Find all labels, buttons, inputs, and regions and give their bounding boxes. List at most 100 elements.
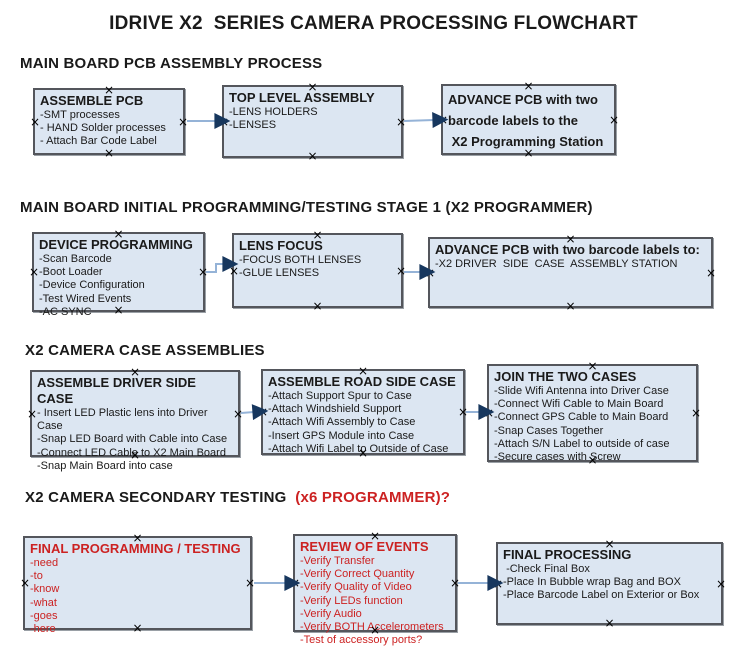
box-item: -goes xyxy=(30,609,58,622)
box-item: -know xyxy=(30,583,60,596)
section-heading-pcb-assembly: MAIN BOARD PCB ASSEMBLY PROCESS xyxy=(20,55,322,72)
section-heading-text: X2 CAMERA CASE ASSEMBLIES xyxy=(25,342,265,359)
box-item: -Test of accessory ports? xyxy=(300,634,423,647)
section-heading-case-assemblies: X2 CAMERA CASE ASSEMBLIES xyxy=(25,342,265,359)
box-item: -LENS HOLDERS xyxy=(229,106,318,118)
box-item: -SMT processes xyxy=(40,109,120,121)
shape-handle-icon: × xyxy=(177,114,189,129)
box-item: -Verify Correct Quantity xyxy=(300,568,415,581)
section-heading-secondary-testing: X2 CAMERA SECONDARY TESTING (x6 PROGRAMM… xyxy=(25,489,450,506)
box-item: - Insert LED Plastic lens into Driver Ca… xyxy=(37,407,211,433)
box-item: X2 Programming Station xyxy=(448,134,604,149)
box-item: -need xyxy=(30,557,59,569)
flowchart-box-device-programming[interactable]: DEVICE PROGRAMMING -Scan Barcode -Boot L… xyxy=(29,228,208,318)
shape-handle-icon: × xyxy=(395,263,407,278)
box-item: -Attach Support Spur to Case xyxy=(268,390,412,402)
box-item: -Boot Loader xyxy=(39,266,103,279)
shape-handle-icon: × xyxy=(604,616,615,630)
flowchart-box-lens-focus[interactable]: LENS FOCUS -FOCUS BOTH LENSES -GLUE LENS… xyxy=(228,229,407,312)
shape-handle-icon: × xyxy=(307,149,318,163)
shape-handle-icon: × xyxy=(218,114,230,129)
box-title: JOIN THE TWO CASES xyxy=(494,369,637,384)
shape-handle-icon: × xyxy=(715,576,727,591)
connector-arrow[interactable] xyxy=(403,112,449,129)
box-item: -AC SYNC xyxy=(39,305,92,318)
box-item: -FOCUS BOTH LENSES xyxy=(239,254,362,266)
box-item: -Place Barcode Label on Exterior or Box xyxy=(503,589,700,602)
box-item: ADVANCE PCB with two xyxy=(448,92,598,107)
flowchart-box-assemble-driver-side-case[interactable]: ASSEMBLE DRIVER SIDE CASE - Insert LED P… xyxy=(26,366,243,472)
flowchart-box-advance-pcb-programming-station[interactable]: ADVANCE PCB with two barcode labels to t… xyxy=(437,80,619,159)
box-title: FINAL PROGRAMMING / TESTING xyxy=(30,541,241,556)
box-title: DEVICE PROGRAMMING xyxy=(39,237,193,252)
box-item: -Verify Quality of Video xyxy=(300,581,412,594)
box-item: -Verify Transfer xyxy=(300,555,375,567)
box-item: -Scan Barcode xyxy=(39,253,112,265)
box-item: -to xyxy=(30,570,43,583)
box-item: -Connect LED Cable to X2 Main Board xyxy=(37,446,226,459)
shape-handle-icon: × xyxy=(103,146,115,160)
box-item: -Connect GPS Cable to Main Board xyxy=(494,411,669,424)
box-item: barcode labels to the xyxy=(448,113,579,128)
flowchart-box-review-of-events[interactable]: REVIEW OF EVENTS -Verify Transfer -Verif… xyxy=(289,530,460,646)
box-title: ASSEMBLE DRIVER SIDE CASE xyxy=(37,375,200,406)
shape-handle-icon: × xyxy=(483,406,495,420)
flowchart-box-final-programming-testing[interactable]: FINAL PROGRAMMING / TESTING -need -to -k… xyxy=(19,532,255,635)
shape-handle-icon: × xyxy=(565,299,576,313)
box-item: -Check Final Box xyxy=(503,563,590,575)
box-item: -GLUE LENSES xyxy=(239,267,320,280)
box-title: TOP LEVEL ASSEMBLY xyxy=(229,90,375,105)
shape-handle-icon: × xyxy=(289,576,301,590)
box-item: -Verify BOTH Accelerometers xyxy=(300,621,444,634)
box-item: -Insert GPS Module into Case xyxy=(268,429,415,442)
shape-handle-icon: × xyxy=(690,406,702,420)
box-item: -Verify LEDs function xyxy=(300,594,403,607)
connector-arrow[interactable] xyxy=(240,404,269,421)
section-heading-initial-programming: MAIN BOARD INITIAL PROGRAMMING/TESTING S… xyxy=(20,199,593,216)
box-title: ASSEMBLE PCB xyxy=(40,93,144,108)
shape-handle-icon: × xyxy=(29,114,41,129)
box-item: -Attach Wifi Assembly to Case xyxy=(268,416,416,429)
shape-handle-icon: × xyxy=(257,405,269,419)
box-title: LENS FOCUS xyxy=(239,238,323,253)
box-item: -Slide Wifi Antenna into Driver Case xyxy=(494,385,669,397)
box-item: -here xyxy=(30,623,56,636)
section-heading-text: MAIN BOARD INITIAL PROGRAMMING/TESTING S… xyxy=(20,199,593,216)
box-item: -Test Wired Events xyxy=(39,292,132,305)
flowchart-box-assemble-road-side-case[interactable]: ASSEMBLE ROAD SIDE CASE -Attach Support … xyxy=(257,365,468,459)
box-item: -Snap LED Board with Cable into Case xyxy=(37,433,228,446)
section-heading-text: X2 CAMERA SECONDARY TESTING xyxy=(25,489,291,506)
shape-handle-icon: × xyxy=(492,576,504,591)
page-title: IDRIVE X2 SERIES CAMERA PROCESSING FLOWC… xyxy=(109,13,638,34)
box-item: -Snap Cases Together xyxy=(494,424,604,437)
section-heading-red-text: (x6 PROGRAMMER)? xyxy=(290,489,451,506)
shape-handle-icon: × xyxy=(19,576,31,590)
box-item: -what xyxy=(30,596,57,609)
box-item: -Secure cases with Screw xyxy=(494,451,621,464)
connector-arrow[interactable] xyxy=(206,256,239,273)
box-item: -Attach S/N Label to outside of case xyxy=(494,437,670,450)
flowchart-box-final-processing[interactable]: FINAL PROCESSING -Check Final Box -Place… xyxy=(492,538,727,629)
shape-handle-icon: × xyxy=(26,406,38,421)
box-item: -Attach Wifi Label to Outside of Case xyxy=(268,442,449,455)
flowchart-box-join-the-two-cases[interactable]: JOIN THE TWO CASES -Slide Wifi Antenna i… xyxy=(483,360,702,466)
shape-handle-icon: × xyxy=(705,265,717,280)
box-title: FINAL PROCESSING xyxy=(503,547,632,562)
box-title: REVIEW OF EVENTS xyxy=(300,539,429,554)
shape-handle-icon: × xyxy=(228,263,240,278)
box-item: -Connect Wifi Cable to Main Board xyxy=(494,398,664,411)
box-item: -Attach Windshield Support xyxy=(268,403,402,416)
box-item: -Snap Main Board into case xyxy=(37,459,173,472)
box-title: ADVANCE PCB with two barcode labels to: xyxy=(435,242,700,257)
box-item: -Place In Bubble wrap Bag and BOX xyxy=(503,576,681,589)
box-title: ASSEMBLE ROAD SIDE CASE xyxy=(268,374,456,389)
flowchart-box-top-level-assembly[interactable]: TOP LEVEL ASSEMBLY -LENS HOLDERS -LENSES… xyxy=(218,81,406,162)
section-heading-text: MAIN BOARD PCB ASSEMBLY PROCESS xyxy=(20,55,323,72)
shape-handle-icon: × xyxy=(437,112,449,127)
box-item: -Verify Audio xyxy=(300,607,362,620)
flowchart-box-advance-pcb-driver-side[interactable]: ADVANCE PCB with two barcode labels to: … xyxy=(424,233,717,312)
shape-handle-icon: × xyxy=(424,265,436,280)
box-item: -X2 DRIVER SIDE CASE ASSEMBLY STATION xyxy=(435,258,678,270)
flowchart-box-assemble-pcb[interactable]: ASSEMBLE PCB -SMT processes - HAND Solde… xyxy=(29,84,189,159)
